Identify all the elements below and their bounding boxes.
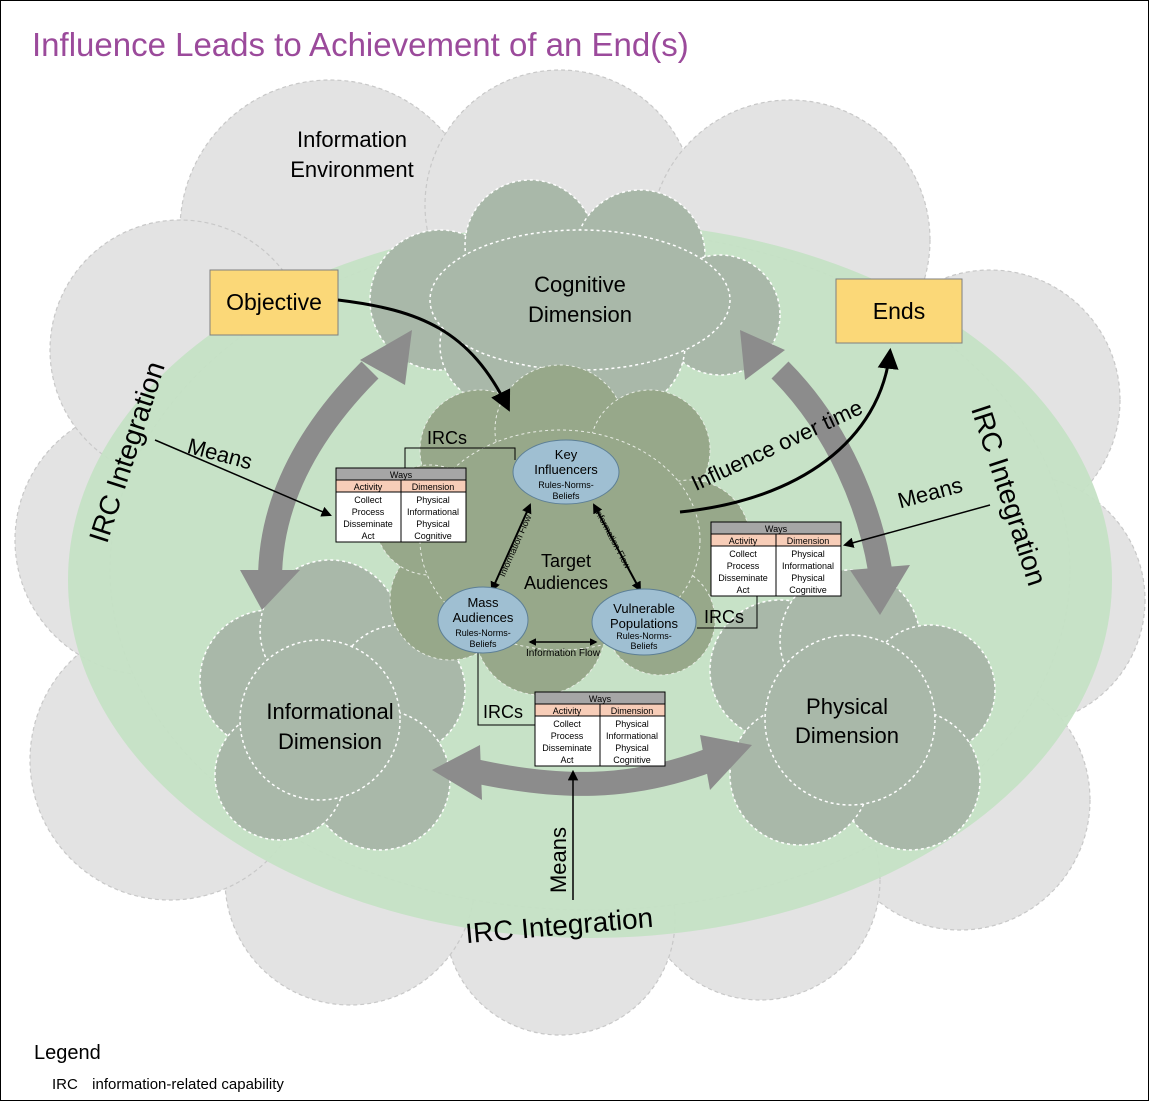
objective-label: Objective (226, 289, 322, 315)
svg-text:Disseminate: Disseminate (542, 743, 592, 753)
key-rules-2: Beliefs (552, 491, 580, 501)
ends-label: Ends (873, 298, 925, 324)
objective-arrow (337, 298, 511, 412)
vulnerable-populations-oval (591, 588, 697, 656)
svg-text:Act: Act (736, 585, 750, 595)
vulnerable-rules-1: Rules-Norms- (616, 631, 672, 641)
key-influencers-label-1: Key (555, 447, 578, 462)
svg-text:Ways: Ways (589, 694, 612, 704)
cognitive-label-2: Dimension (528, 302, 632, 327)
svg-text:Collect: Collect (729, 549, 757, 559)
target-audiences-label-2: Audiences (524, 573, 608, 593)
svg-text:Activity: Activity (354, 482, 383, 492)
physical-label-2: Dimension (795, 723, 899, 748)
ircs-label-right: IRCs (704, 607, 744, 627)
mass-rules-1: Rules-Norms- (455, 628, 511, 638)
svg-text:Cognitive: Cognitive (613, 755, 651, 765)
environment-label-2: Environment (290, 157, 414, 182)
svg-text:Disseminate: Disseminate (343, 519, 393, 529)
svg-text:Collect: Collect (354, 495, 382, 505)
svg-text:Informational: Informational (782, 561, 834, 571)
mass-audiences-oval (437, 586, 529, 654)
informational-dimension-cloud (199, 559, 466, 851)
svg-text:Physical: Physical (416, 519, 450, 529)
svg-text:Physical: Physical (791, 549, 825, 559)
irc-connectors (404, 447, 758, 726)
key-influencers-oval (512, 439, 620, 505)
objective-box: Objective (209, 269, 339, 336)
vulnerable-label-2: Populations (610, 616, 678, 631)
page-title: Influence Leads to Achievement of an End… (32, 26, 689, 63)
svg-text:Disseminate: Disseminate (718, 573, 768, 583)
physical-label-1: Physical (806, 694, 888, 719)
cycle-arrowheads (240, 330, 910, 800)
ways-table-bottom: Ways Activity Dimension Collect Process … (534, 691, 666, 767)
vulnerable-rules-2: Beliefs (630, 641, 658, 651)
information-flow-arrows (490, 503, 641, 646)
informational-label-1: Informational (266, 699, 393, 724)
mass-audiences-label-1: Mass (467, 595, 499, 610)
physical-dimension-cloud (709, 569, 996, 851)
svg-text:Act: Act (361, 531, 375, 541)
means-label-bottom: Means (546, 827, 571, 893)
svg-text:Activity: Activity (729, 536, 758, 546)
info-flow-label-bottom: Information Flow (526, 648, 601, 659)
ways-table-right: Ways Activity Dimension Collect Process … (710, 521, 842, 597)
svg-text:Process: Process (551, 731, 584, 741)
svg-text:Physical: Physical (615, 743, 649, 753)
svg-text:Activity: Activity (553, 706, 582, 716)
ircs-label-bottom: IRCs (483, 702, 523, 722)
means-arrow-right (842, 504, 991, 548)
svg-text:Dimension: Dimension (412, 482, 455, 492)
vulnerable-label-1: Vulnerable (613, 601, 675, 616)
svg-text:Ways: Ways (765, 524, 788, 534)
informational-label-2: Dimension (278, 729, 382, 754)
legend-abbr: IRC (52, 1076, 78, 1093)
svg-text:Dimension: Dimension (787, 536, 830, 546)
svg-text:Act: Act (560, 755, 574, 765)
mass-audiences-label-2: Audiences (453, 610, 514, 625)
cognitive-label-1: Cognitive (534, 272, 626, 297)
ircs-label-top: IRCs (427, 428, 467, 448)
influence-arrow (679, 347, 899, 514)
ends-box: Ends (835, 278, 963, 344)
cycle-arrows (258, 361, 892, 796)
svg-text:Cognitive: Cognitive (789, 585, 827, 595)
environment-label-1: Information (297, 127, 407, 152)
svg-text:Physical: Physical (791, 573, 825, 583)
svg-text:Physical: Physical (615, 719, 649, 729)
svg-text:Process: Process (727, 561, 760, 571)
mass-rules-2: Beliefs (469, 639, 497, 649)
legend-heading: Legend (34, 1042, 101, 1064)
svg-text:Informational: Informational (606, 731, 658, 741)
legend-definition: information-related capability (92, 1076, 284, 1093)
svg-text:Cognitive: Cognitive (414, 531, 452, 541)
svg-text:Informational: Informational (407, 507, 459, 517)
means-arrow-left (154, 439, 332, 517)
key-rules-1: Rules-Norms- (538, 480, 594, 490)
ways-table-left: Ways Activity Dimension Collect Process … (335, 467, 467, 543)
svg-text:Process: Process (352, 507, 385, 517)
svg-text:Collect: Collect (553, 719, 581, 729)
svg-text:Dimension: Dimension (611, 706, 654, 716)
svg-text:Physical: Physical (416, 495, 450, 505)
svg-text:Ways: Ways (390, 470, 413, 480)
key-influencers-label-2: Influencers (534, 462, 598, 477)
legend-row: IRC information-related capability (52, 1076, 284, 1093)
target-audiences-label-1: Target (541, 551, 591, 571)
